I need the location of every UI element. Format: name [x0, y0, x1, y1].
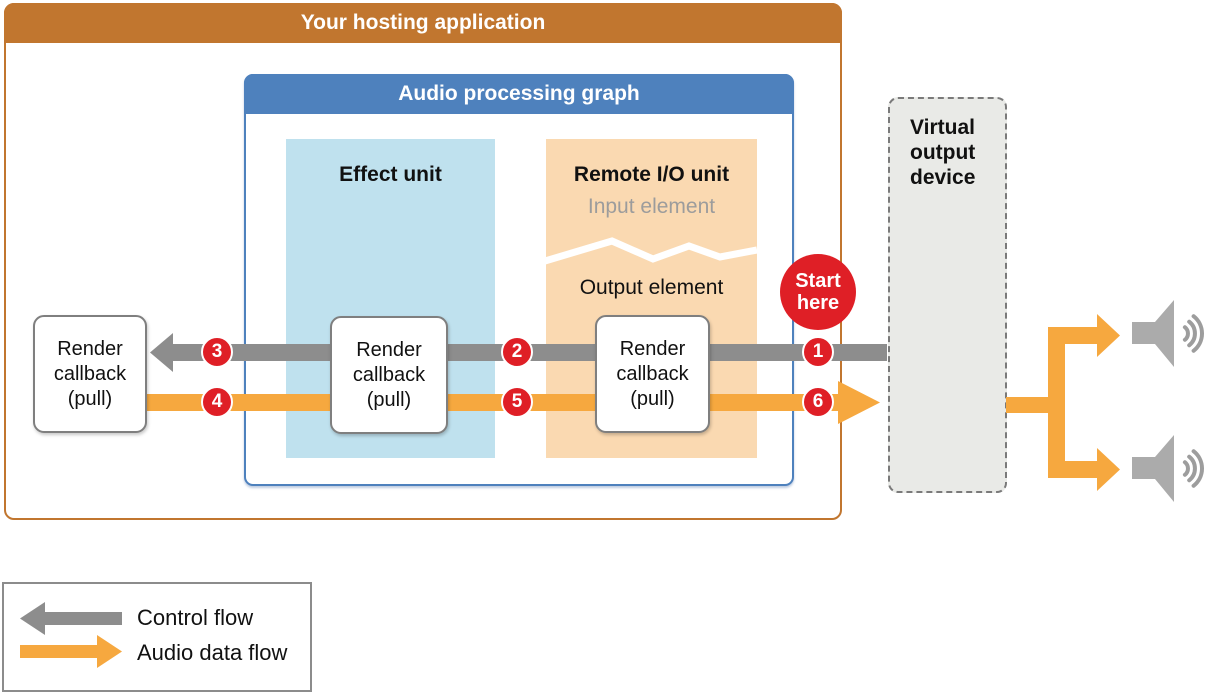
output-element-label: Output element — [579, 276, 724, 299]
hosting-application-title: Your hosting application — [300, 11, 546, 34]
render-callback-label: Render callback (pull) — [616, 337, 689, 410]
legend-box — [2, 582, 312, 692]
effect-unit-label: Effect unit — [339, 163, 442, 186]
legend-control-arrow-icon — [20, 602, 122, 635]
render-callback-label: Render callback (pull) — [352, 338, 426, 411]
hosting-application-header: Your hosting application — [4, 3, 842, 43]
render-callback-box-right: Render callback (pull) — [595, 315, 710, 433]
remote-io-unit-label: Remote I/O unit — [573, 163, 730, 186]
flow-badge-4: 4 — [201, 386, 233, 418]
speaker-icon — [1132, 435, 1174, 502]
virtual-output-device-label: Virtual output device — [910, 116, 976, 189]
flow-badge-6: 6 — [802, 386, 834, 418]
start-here-label: Start here — [795, 270, 841, 314]
flow-badge-3: 3 — [201, 336, 233, 368]
legend-audio-arrow-icon — [20, 635, 122, 668]
audio-processing-graph-header: Audio processing graph — [244, 74, 794, 114]
speaker-icon — [1132, 300, 1174, 367]
audio-processing-graph-title: Audio processing graph — [398, 82, 640, 105]
render-callback-label: Render callback (pull) — [53, 337, 127, 410]
output-branch-arrows — [1006, 314, 1120, 491]
input-element-label: Input element — [587, 195, 716, 218]
legend-arrows — [20, 602, 122, 668]
render-callback-box-middle: Render callback (pull) — [330, 316, 448, 434]
virtual-output-device-box: Virtual output device — [888, 97, 1007, 493]
start-here-badge: Start here — [780, 254, 856, 330]
sound-waves-icon — [1182, 449, 1204, 488]
flow-badge-5: 5 — [501, 386, 533, 418]
legend-control-label: Control flow — [137, 605, 254, 630]
flow-badge-2: 2 — [501, 336, 533, 368]
sound-waves-icon — [1182, 314, 1204, 353]
flow-badge-1: 1 — [802, 336, 834, 368]
legend-audio-label: Audio data flow — [137, 640, 288, 665]
render-callback-box-left: Render callback (pull) — [33, 315, 147, 433]
